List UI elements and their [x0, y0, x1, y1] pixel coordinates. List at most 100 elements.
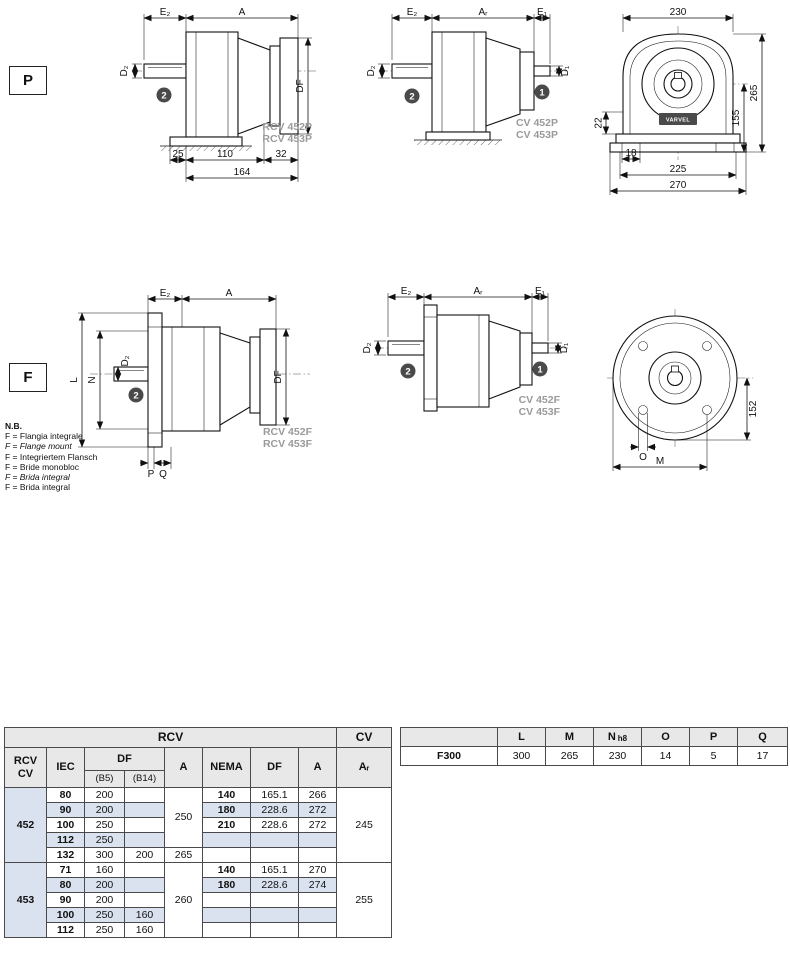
cell-b14 [124, 892, 165, 908]
cell-nema: 180 [202, 802, 251, 818]
cell-b5: 250 [84, 907, 125, 923]
gearbox-body [387, 304, 549, 412]
header-row-1: RCV CV [3, 727, 393, 748]
cell-b5: 250 [84, 922, 125, 938]
dim-q: Q [159, 469, 167, 480]
dim-18: 18 [625, 148, 637, 159]
dim-22: 22 [594, 117, 605, 129]
dim-d2: D₂ [119, 65, 130, 76]
dim-d1: D₁ [560, 65, 571, 76]
output-shaft-badge [156, 87, 172, 103]
cell-nema: 140 [202, 862, 251, 878]
cell-b14 [124, 802, 165, 818]
cell-nema [202, 922, 251, 938]
cell-ar: 245 [336, 787, 393, 863]
col-header-df: DF [84, 747, 165, 771]
dim-e1: E₁ [537, 7, 548, 18]
cell-flange-name: F300 [400, 746, 498, 766]
cell-nema-df [250, 907, 299, 923]
dimension-lines [378, 14, 563, 79]
cell-nema-a: 270 [297, 862, 338, 878]
drawing-452-front: VARVEL 230 22 155 265 18 225 270 [594, 7, 766, 195]
group-452-cell: 452 [4, 787, 47, 863]
cell-nema-a: 274 [297, 877, 338, 893]
dim-270: 270 [670, 180, 687, 191]
note-line: F = Integriertem Flansch [5, 451, 98, 462]
cell-ar: 255 [336, 862, 393, 938]
output-shaft-badge [128, 387, 144, 403]
cell-nema [202, 892, 251, 908]
cell-iec: 112 [46, 922, 85, 938]
model-label-1: CV 452F [519, 394, 561, 406]
cell-nema-df: 165.1 [250, 787, 299, 803]
cell-nema-df: 228.6 [250, 817, 299, 833]
col-header-b5: (B5) [84, 770, 125, 788]
col-header-p: P [689, 727, 738, 747]
cell-a-shared: 260 [164, 862, 203, 938]
dim-25: 25 [172, 149, 184, 160]
gearbox-body [113, 312, 277, 448]
cell-iec: 100 [46, 817, 85, 833]
cell-iec: 90 [46, 892, 85, 908]
output-shaft-badge-number: 2 [133, 390, 138, 401]
dim-e2: E₂ [407, 7, 418, 18]
col-header-m: M [545, 727, 594, 747]
variant-f-letter: F [23, 369, 33, 386]
cell-nema-df: 228.6 [250, 802, 299, 818]
dim-265: 265 [749, 84, 760, 101]
cell-nema-a: 272 [297, 802, 338, 818]
gearbox-body [391, 31, 551, 145]
n-label: N [607, 731, 616, 743]
cell-b14 [124, 877, 165, 893]
table-row: 100 250 160 [5, 907, 392, 923]
variant-p-label: P [9, 66, 47, 95]
logo-plate [659, 113, 697, 125]
cell-nema-df: 165.1 [250, 862, 299, 878]
cell-nema-a: 266 [297, 787, 338, 803]
cell-nema [202, 832, 251, 848]
cell-nema-a [297, 922, 338, 938]
cell-nema: 210 [202, 817, 251, 833]
gearbox-body [143, 31, 299, 151]
cell-nema: 180 [202, 877, 251, 893]
cell-p: 5 [689, 746, 738, 766]
cell-nema [202, 907, 251, 923]
output-shaft-badge-number: 2 [405, 366, 410, 377]
cell-b14 [124, 862, 165, 878]
header-row-3: (B5) (B14) [5, 770, 392, 788]
dim-m: M [656, 456, 664, 467]
dim-32: 32 [275, 149, 287, 160]
dimension-lines [374, 293, 562, 356]
dim-n: N [87, 376, 98, 383]
dim-d2: D₂ [362, 342, 373, 353]
dim-e2: E₂ [160, 7, 171, 18]
rcv-cv-line2: CV [17, 767, 34, 780]
cell-nema-df [250, 847, 299, 863]
logo-text: VARVEL [666, 118, 690, 124]
model-label-2: CV 453F [519, 406, 561, 418]
col-header-iec: IEC [46, 747, 85, 788]
cell-nema-a [297, 907, 338, 923]
gearbox-body [609, 33, 747, 153]
dim-164: 164 [234, 167, 251, 178]
model-label-2: RCV 453F [263, 438, 313, 450]
col-header-b14: (B14) [124, 770, 165, 788]
dim-230: 230 [670, 7, 687, 18]
input-shaft-badge [532, 361, 548, 377]
cell-iec: 112 [46, 832, 85, 848]
dim-225: 225 [670, 164, 687, 175]
drawing-rcv-452f-side: E₂ A L N D₂ DF 2 P Q RCV 452F RCV 453F [69, 288, 313, 480]
cell-iec: 132 [46, 847, 85, 863]
model-label-1: CV 452P [516, 117, 558, 129]
table-row: 132 300 200 265 [5, 847, 392, 863]
note-line: F = Flange mount [5, 441, 72, 452]
drawing-cv-452f-side: E₂ Aᵣ E₁ D₂ D₁ 2 1 CV 452F CV 453F [362, 286, 570, 418]
cell-nema-a [297, 892, 338, 908]
variant-p-letter: P [22, 72, 33, 89]
table-row: F300 300 265 230 14 5 17 [400, 746, 788, 766]
col-header-q: Q [737, 727, 788, 747]
input-shaft-badge [534, 84, 550, 100]
drawing-452f-front: 152 O M [607, 309, 759, 471]
cell-a-132: 265 [164, 847, 203, 863]
col-header-ar: Aᵣ [336, 747, 393, 788]
